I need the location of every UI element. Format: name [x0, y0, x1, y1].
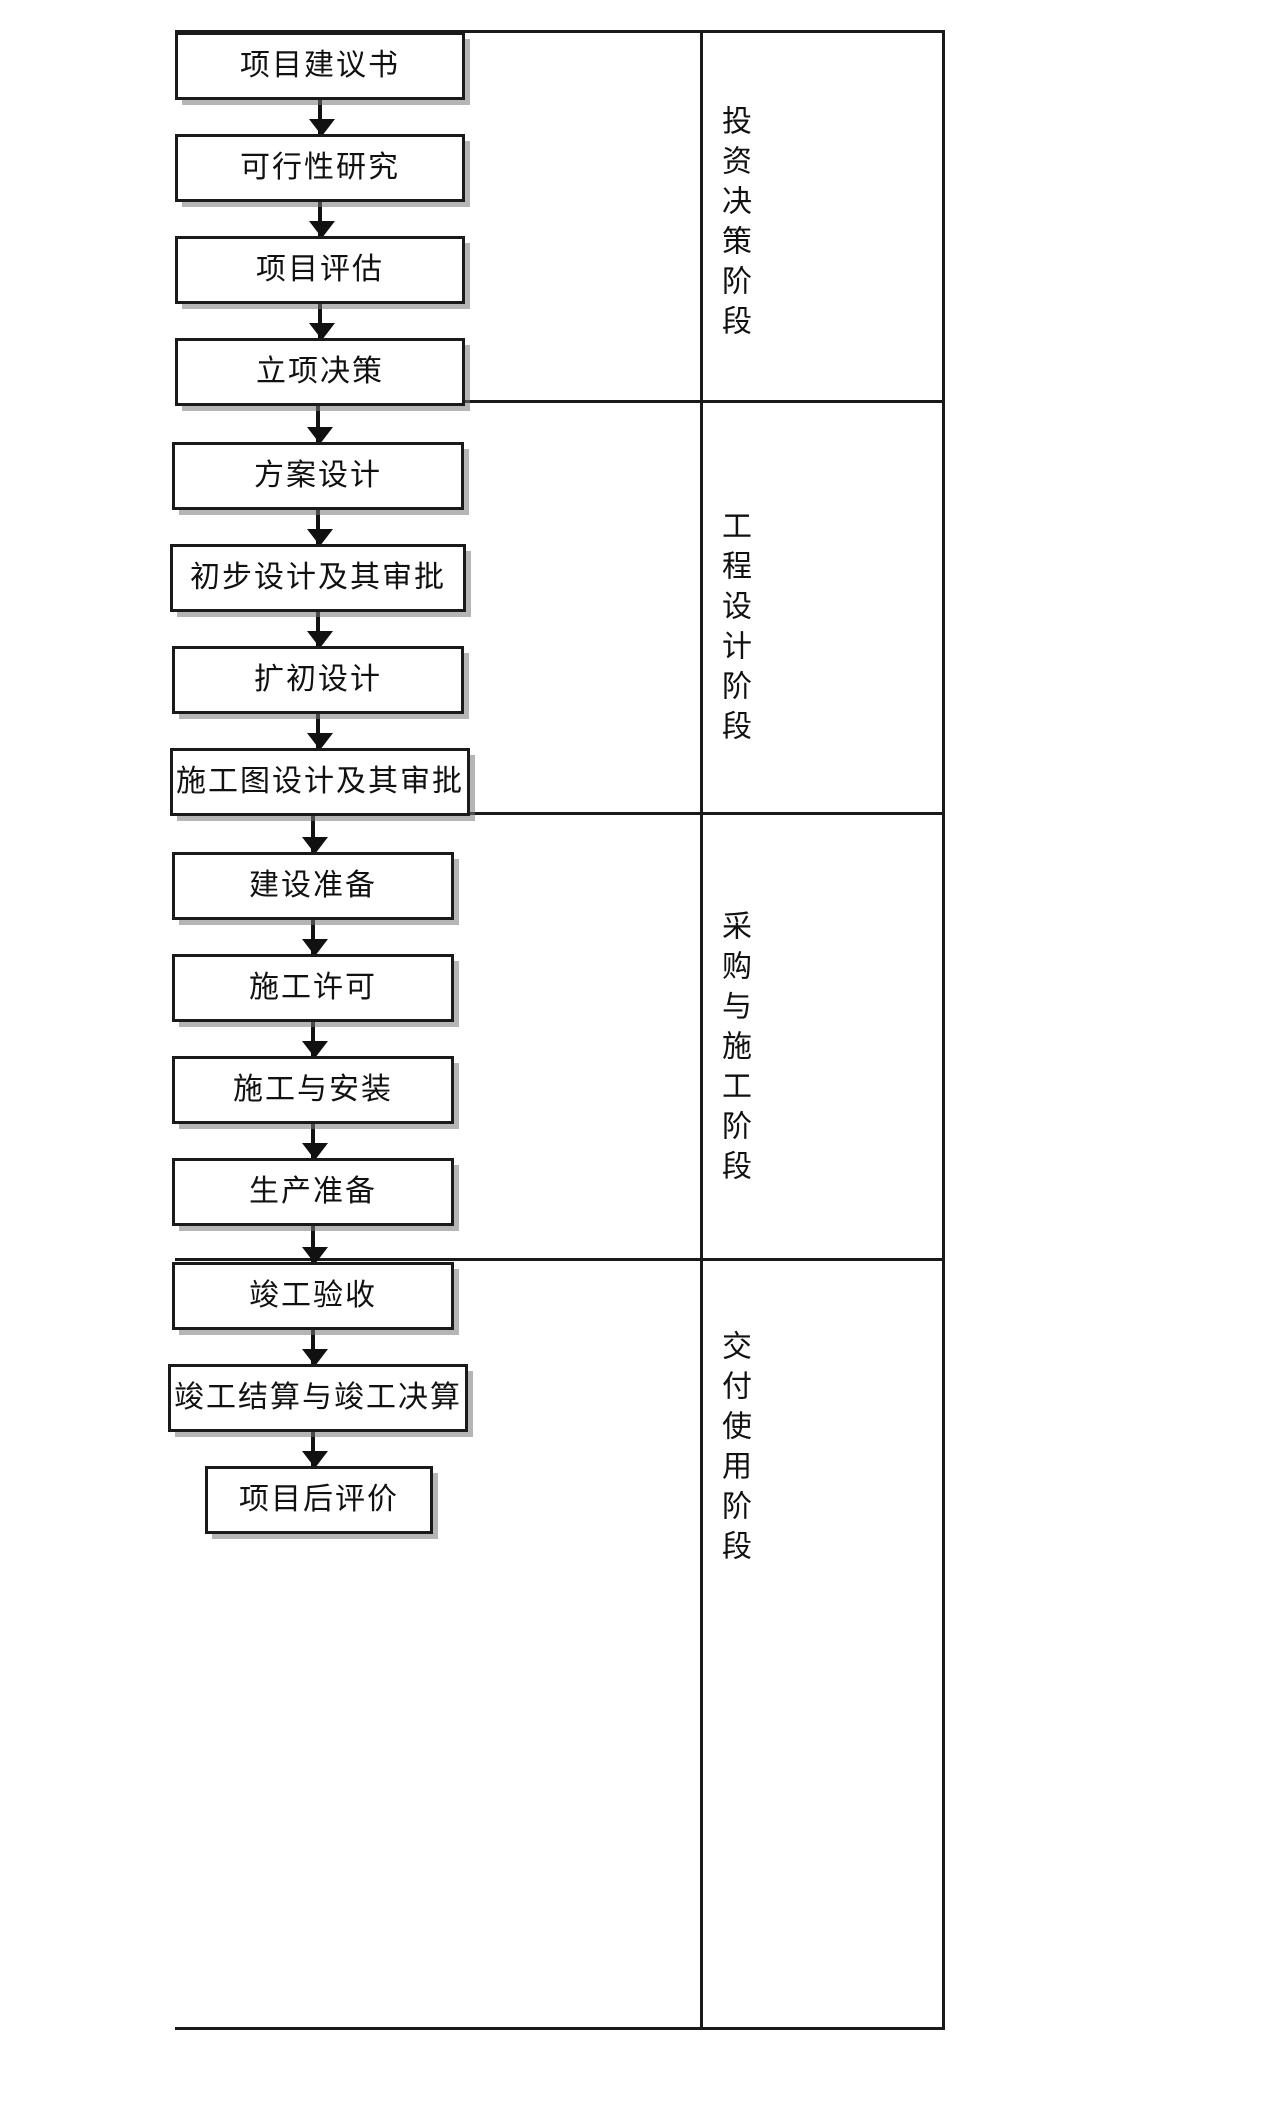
phase-label-delivery-use: 交付使用阶段 — [716, 1330, 751, 1570]
node-label: 初步设计及其审批 — [190, 560, 446, 595]
phase-text: 工程设计阶段 — [716, 510, 751, 750]
node-production-preparation[interactable]: 生产准备 — [172, 1158, 454, 1226]
edge-n1-n2 — [309, 100, 335, 136]
node-label: 竣工结算与竣工决算 — [174, 1380, 462, 1415]
node-project-evaluation[interactable]: 项目评估 — [175, 236, 465, 304]
phase-column-divider — [700, 30, 703, 2030]
phase-label-engineering-design: 工程设计阶段 — [716, 510, 751, 750]
node-label: 竣工验收 — [249, 1278, 377, 1313]
table-frame — [175, 30, 945, 2030]
node-preliminary-design-approval[interactable]: 初步设计及其审批 — [170, 544, 466, 612]
phase-text: 交付使用阶段 — [716, 1330, 751, 1570]
node-project-proposal[interactable]: 项目建议书 — [175, 32, 465, 100]
phase-separator-2 — [175, 812, 945, 815]
phase-text: 采购与施工阶段 — [716, 910, 751, 1190]
node-post-project-evaluation[interactable]: 项目后评价 — [205, 1466, 433, 1534]
node-label: 施工与安装 — [233, 1072, 393, 1107]
node-construction-and-installation[interactable]: 施工与安装 — [172, 1056, 454, 1124]
edge-n7-n8 — [307, 714, 333, 750]
node-label: 项目评估 — [256, 252, 384, 287]
node-label: 可行性研究 — [240, 150, 400, 185]
node-label: 立项决策 — [256, 354, 384, 389]
node-construction-permit[interactable]: 施工许可 — [172, 954, 454, 1022]
edge-n14-n15 — [302, 1432, 328, 1468]
edge-n12-n13 — [302, 1226, 328, 1264]
phase-separator-1 — [175, 400, 945, 403]
node-project-approval-decision[interactable]: 立项决策 — [175, 338, 465, 406]
phase-text: 投资决策阶段 — [716, 105, 751, 345]
edge-n9-n10 — [302, 920, 328, 956]
node-feasibility-study[interactable]: 可行性研究 — [175, 134, 465, 202]
node-extended-preliminary-design[interactable]: 扩初设计 — [172, 646, 464, 714]
node-construction-preparation[interactable]: 建设准备 — [172, 852, 454, 920]
phase-label-procurement-construction: 采购与施工阶段 — [716, 910, 751, 1190]
node-final-settlement-and-accounts[interactable]: 竣工结算与竣工决算 — [168, 1364, 468, 1432]
edge-n6-n7 — [307, 612, 333, 648]
edge-n8-n9 — [302, 816, 328, 854]
node-label: 项目后评价 — [239, 1482, 399, 1517]
edge-n3-n4 — [309, 304, 335, 340]
phase-label-investment-decision: 投资决策阶段 — [716, 105, 751, 345]
node-label: 施工图设计及其审批 — [176, 764, 464, 799]
node-label: 施工许可 — [249, 970, 377, 1005]
edge-n10-n11 — [302, 1022, 328, 1058]
edge-n13-n14 — [302, 1330, 328, 1366]
node-label: 建设准备 — [249, 868, 377, 903]
node-construction-drawing-design-approval[interactable]: 施工图设计及其审批 — [170, 748, 470, 816]
edge-n4-n5 — [307, 406, 333, 444]
edge-n11-n12 — [302, 1124, 328, 1160]
node-label: 扩初设计 — [254, 662, 382, 697]
node-label: 方案设计 — [254, 458, 382, 493]
node-label: 生产准备 — [249, 1174, 377, 1209]
node-completion-acceptance[interactable]: 竣工验收 — [172, 1262, 454, 1330]
edge-n5-n6 — [307, 510, 333, 546]
edge-n2-n3 — [309, 202, 335, 238]
phase-separator-3 — [175, 1258, 945, 1261]
node-scheme-design[interactable]: 方案设计 — [172, 442, 464, 510]
node-label: 项目建议书 — [240, 48, 400, 83]
